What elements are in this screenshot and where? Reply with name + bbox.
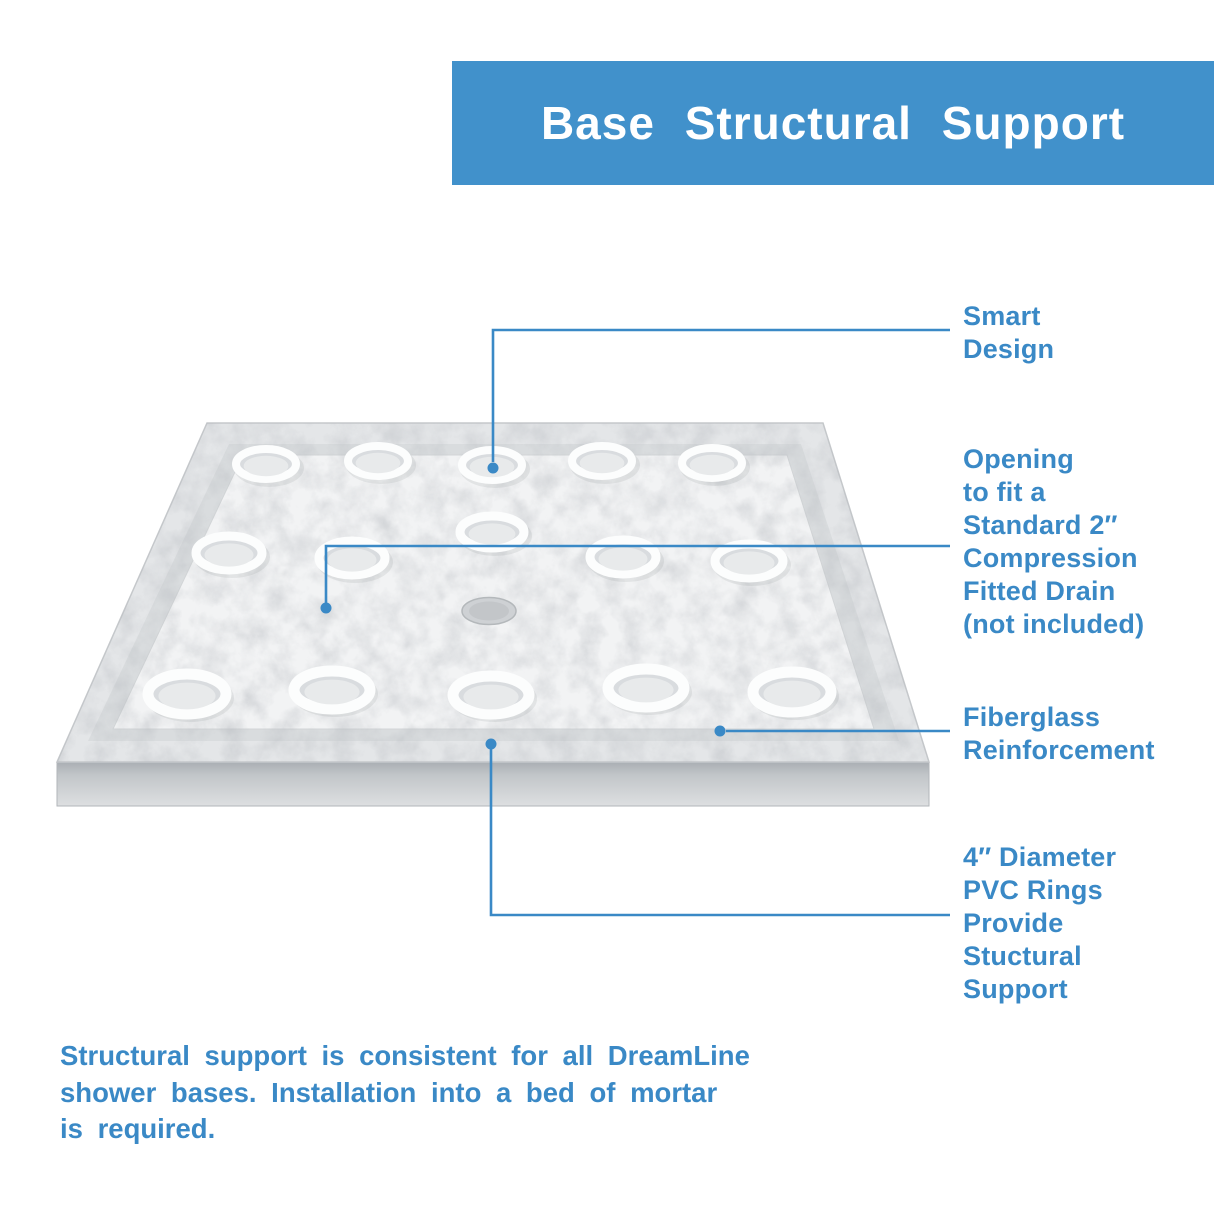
page-title: Base Structural Support — [540, 97, 1126, 149]
pvc-ring — [344, 442, 416, 484]
callout-line-drain-opening — [324, 544, 950, 603]
pvc-ring — [447, 670, 537, 722]
pvc-ring — [142, 668, 234, 722]
pvc-ring — [602, 663, 692, 715]
callout-line-pvc-rings — [489, 749, 950, 917]
label-drain-opening: Opening to fit a Standard 2″ Compression… — [963, 444, 1145, 639]
base-front-face — [56, 761, 930, 807]
callout-line-smart-design — [491, 328, 950, 462]
drain-opening — [461, 596, 517, 626]
pvc-ring — [585, 535, 664, 582]
pvc-ring — [710, 539, 791, 586]
label-pvc-rings: 4″ Diameter PVC Rings Provide Stuctural … — [963, 842, 1117, 1004]
callout-dot-smart-design — [487, 462, 499, 474]
pvc-ring — [568, 442, 640, 484]
label-fiberglass-reinforcement: Fiberglass Reinforcement — [963, 702, 1155, 765]
title-banner: Base Structural Support — [452, 61, 1214, 185]
shower-base — [55, 422, 931, 807]
pvc-ring — [314, 536, 393, 583]
label-smart-design: Smart Design — [963, 301, 1055, 364]
callout-dot-pvc-rings — [485, 738, 497, 750]
pvc-ring — [232, 445, 304, 487]
pvc-ring — [455, 511, 532, 556]
pvc-ring — [747, 666, 839, 720]
callout-dot-fiberglass — [714, 725, 726, 737]
callout-dot-drain-opening — [320, 602, 332, 614]
footer-note: Structural support is consistent for all… — [60, 1040, 750, 1145]
pvc-ring — [191, 531, 270, 578]
pvc-ring — [678, 444, 750, 486]
pvc-rings-group — [142, 442, 839, 722]
callout-lines — [320, 328, 950, 917]
pvc-ring — [288, 665, 378, 717]
